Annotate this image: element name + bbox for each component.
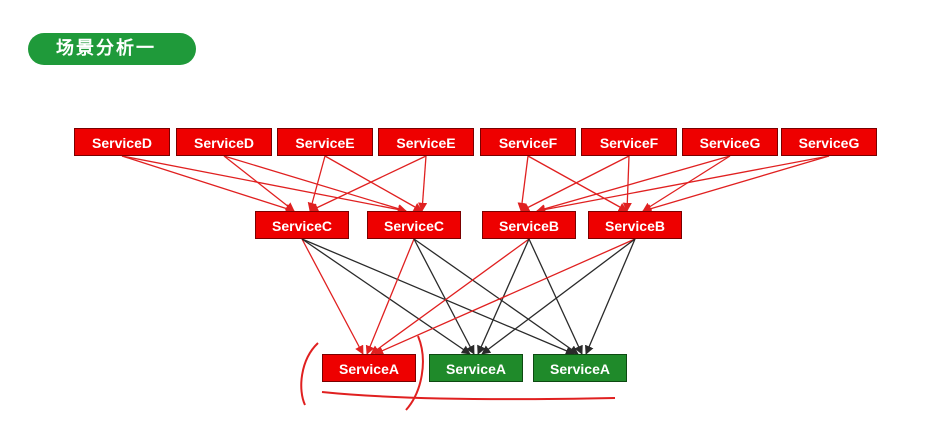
dependency-arrow <box>413 238 475 355</box>
dependency-arrow <box>307 155 326 212</box>
dependency-arrow <box>301 238 364 355</box>
dependency-arrow <box>481 238 636 355</box>
dependency-arrow <box>309 155 427 212</box>
dependency-arrow <box>413 238 579 355</box>
dependency-arrow <box>374 238 636 355</box>
dependency-arrow <box>517 155 529 212</box>
dependency-arrow <box>223 155 407 213</box>
node-service-a-3: ServiceA <box>533 354 627 382</box>
node-service-e-2: ServiceE <box>378 128 474 156</box>
node-service-a-2: ServiceA <box>429 354 523 382</box>
dependency-arrow <box>536 155 830 214</box>
dependency-arrow <box>121 155 295 213</box>
node-service-g-2: ServiceG <box>781 128 877 156</box>
highlight-underline <box>321 391 616 401</box>
dependency-arrow <box>324 155 423 212</box>
dependency-arrow <box>223 155 295 212</box>
node-service-f-1: ServiceF <box>480 128 576 156</box>
dependency-arrow <box>585 238 636 355</box>
node-service-b-2: ServiceB <box>588 211 682 239</box>
node-service-b-1: ServiceB <box>482 211 576 239</box>
dependency-arrow <box>527 155 628 212</box>
dependency-arrow <box>301 238 575 356</box>
node-service-f-2: ServiceF <box>581 128 677 156</box>
node-service-c-1: ServiceC <box>255 211 349 239</box>
dependency-arrow <box>121 155 407 214</box>
page-title: 场景分析一 <box>28 33 196 65</box>
highlight-bracket <box>405 335 424 411</box>
node-service-e-1: ServiceE <box>277 128 373 156</box>
dependency-arrow <box>520 155 630 212</box>
dependency-arrow <box>536 155 731 214</box>
node-service-c-2: ServiceC <box>367 211 461 239</box>
node-service-g-1: ServiceG <box>682 128 778 156</box>
highlight-bracket <box>300 342 319 406</box>
dependency-arrow <box>642 155 830 214</box>
dependency-arrow <box>370 238 530 355</box>
dependency-arrow <box>365 238 415 355</box>
dependency-arrow <box>622 155 632 212</box>
node-service-d-1: ServiceD <box>74 128 170 156</box>
dependency-arrow <box>301 238 471 355</box>
dependency-arrow <box>418 155 428 212</box>
node-service-d-2: ServiceD <box>176 128 272 156</box>
node-service-a-1: ServiceA <box>322 354 416 382</box>
dependency-arrow <box>528 238 583 355</box>
